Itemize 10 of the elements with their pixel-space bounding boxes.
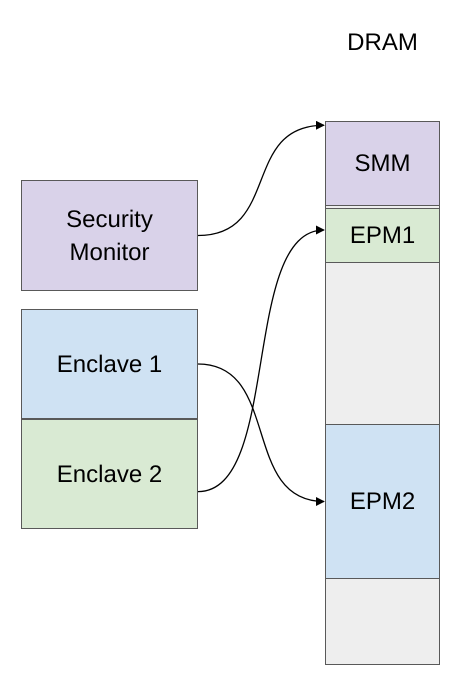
memory-region: EPM2 <box>325 424 440 579</box>
arrow <box>198 228 325 492</box>
arrow <box>198 363 325 505</box>
component-box: Enclave 1 <box>21 309 198 419</box>
memory-region: SMM <box>325 121 440 206</box>
component-box: Enclave 2 <box>21 419 198 529</box>
memory-region: EPM1 <box>325 208 440 263</box>
column-heading: DRAM <box>346 28 419 58</box>
arrow <box>198 122 325 236</box>
component-box: Security Monitor <box>21 180 198 291</box>
